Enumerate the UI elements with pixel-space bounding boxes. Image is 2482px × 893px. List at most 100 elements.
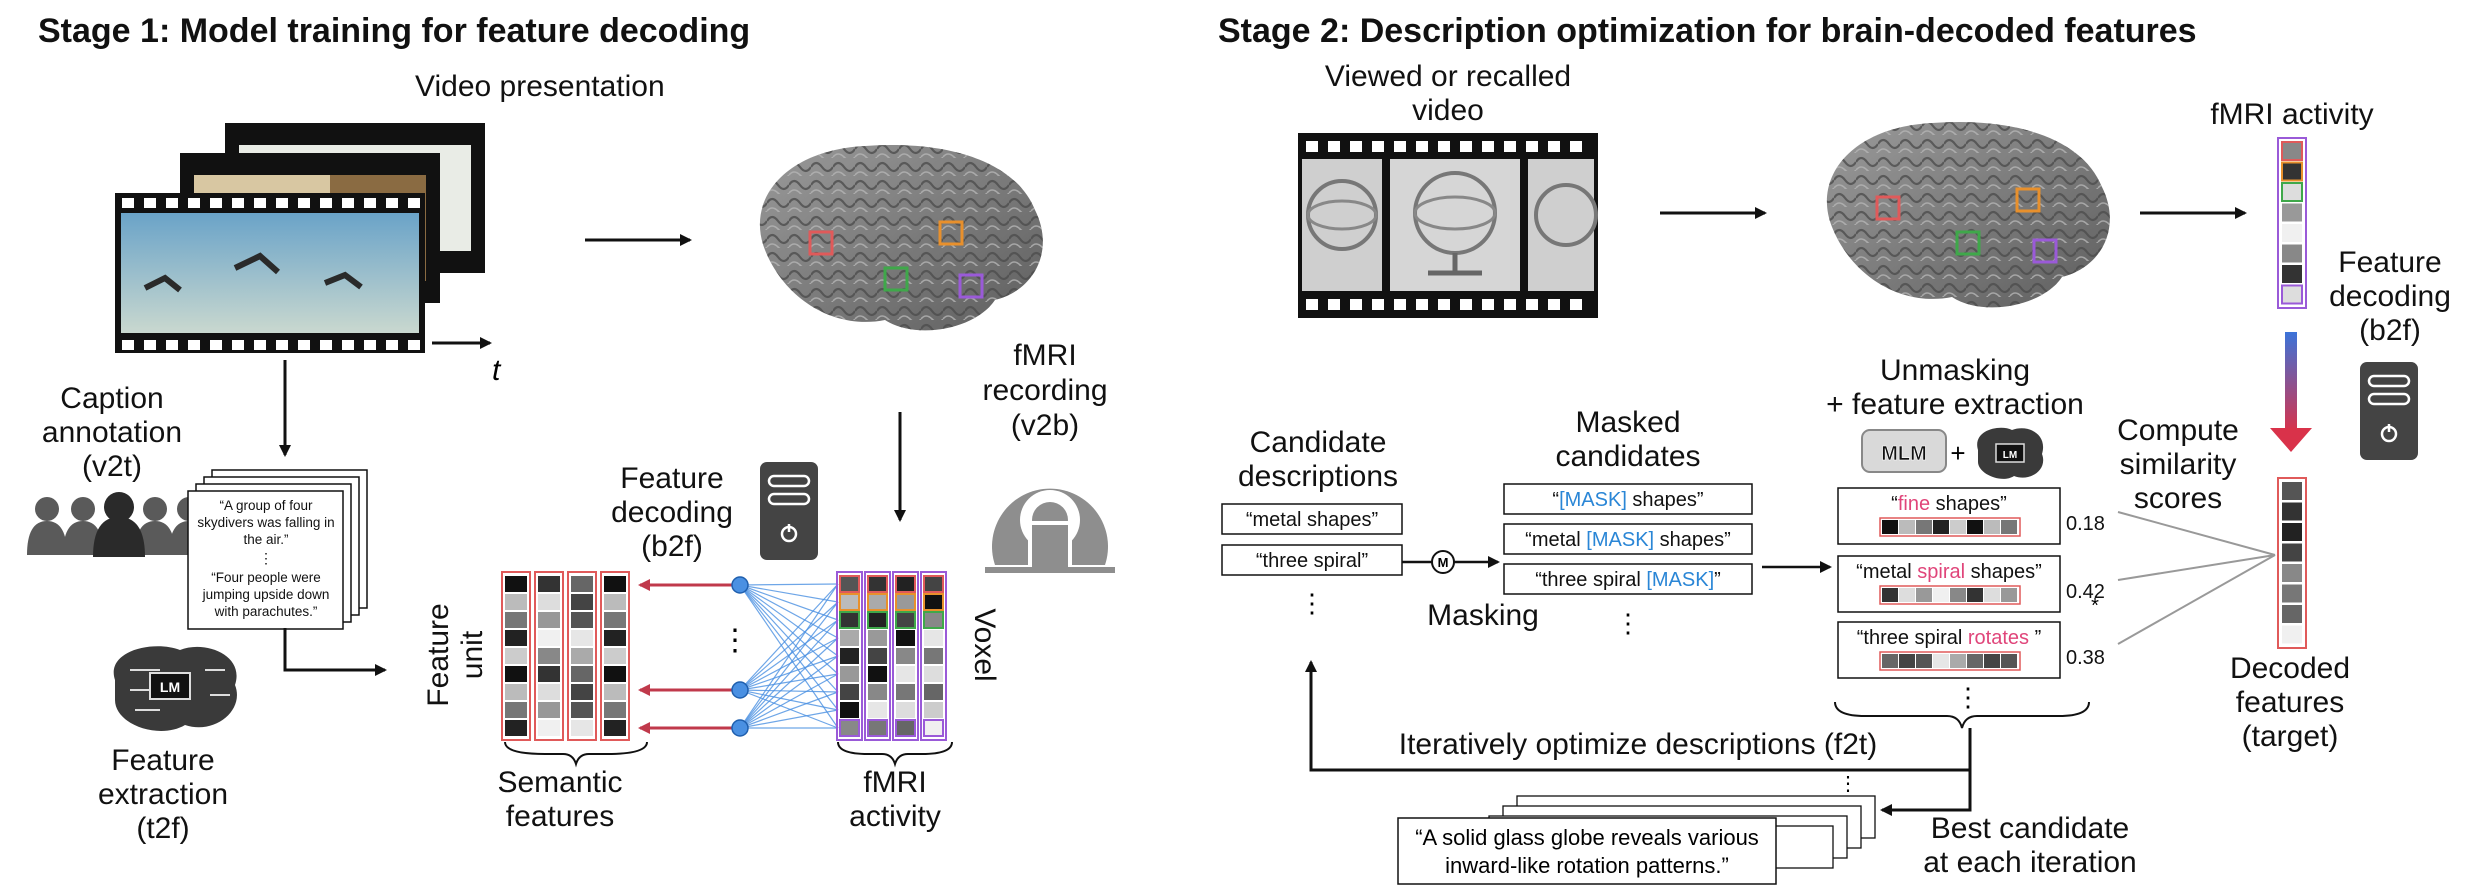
film-sprockets (122, 198, 420, 350)
similarity-lines (2117, 511, 2276, 645)
unmasked-text: “metal spiral shapes” (1856, 561, 2042, 583)
network-edge (739, 601, 839, 729)
decoded-column-outline (2277, 477, 2307, 649)
film-sprocket (1482, 299, 1494, 310)
svg-text:LM: LM (2003, 450, 2017, 461)
voxel-cell (840, 630, 859, 646)
decoded-cell (2282, 564, 2302, 582)
unmasked-feature-cell (1899, 654, 1915, 668)
svg-text:“three spiral [MASK]”: “three spiral [MASK]” (1535, 569, 1721, 591)
film-sprocket (1328, 141, 1340, 152)
unmasked-feature-cell (1899, 588, 1915, 602)
masked-candidate-box: “metal [MASK] shapes” (1503, 523, 1753, 555)
network-edge (739, 584, 839, 603)
film-sprocket (342, 198, 354, 208)
network-edge (739, 584, 839, 639)
voxel-cell (895, 719, 916, 737)
feature-cell (505, 684, 527, 700)
voxel-cell (924, 666, 943, 682)
caption-card-line: jumping upside down (202, 587, 330, 602)
film-sprocket (1416, 141, 1428, 152)
network-edge (739, 584, 839, 657)
voxel-cell (840, 702, 859, 718)
film-sprocket (188, 198, 200, 208)
svg-text:candidates: candidates (1555, 440, 1700, 473)
voxel-column-outline (892, 571, 919, 741)
masked-candidate-box: “three spiral [MASK]” (1503, 563, 1753, 595)
caption-to-features-arrow (283, 628, 387, 676)
lm-chip-icon: LM (1977, 427, 2044, 479)
unmasked-dots: ⋮ (1955, 682, 1981, 712)
svg-text:similarity: similarity (2120, 448, 2237, 481)
unmasked-feature-strip (1879, 517, 2021, 537)
voxel-cell (924, 648, 943, 664)
film-sprocket (276, 198, 288, 208)
film-sprocket (144, 198, 156, 208)
people-icon (27, 492, 209, 557)
film-sprocket (1372, 299, 1384, 310)
iterative-loop-arrow (1305, 660, 1972, 772)
film-sprocket (166, 198, 178, 208)
svg-text:decoding: decoding (2329, 280, 2451, 313)
best-candidate-label: Best candidate at each iteration (1923, 812, 2136, 879)
film-sprocket (298, 198, 310, 208)
svg-text:LM: LM (160, 679, 180, 695)
caption-card-line: skydivers was falling in (197, 515, 334, 530)
server-icon (760, 462, 818, 560)
svg-text:descriptions: descriptions (1238, 460, 1398, 493)
voxel-cell (868, 666, 887, 682)
unmasked-feature-cell (1933, 520, 1949, 534)
svg-text:activity: activity (849, 800, 941, 833)
feature-cell (571, 630, 593, 646)
unmasked-box-frame (1837, 555, 2061, 613)
video-film-strips (115, 123, 485, 353)
globe-film-strip (1298, 133, 1598, 318)
svg-text:(v2b): (v2b) (1011, 409, 1079, 442)
voxel-column-outline (864, 571, 891, 741)
feature-cell (571, 576, 593, 592)
feature-cell (604, 648, 626, 664)
network-edge (739, 584, 839, 711)
best-candidate-stack: “A solid glass globe reveals various inw… (1397, 795, 1876, 885)
feature-decoding-label: Feature decoding (b2f) (2329, 246, 2451, 347)
feature-cell (604, 630, 626, 646)
svg-text:fMRI: fMRI (1013, 339, 1076, 372)
film-sprocket (232, 340, 244, 350)
network-edge (739, 601, 839, 691)
feature-cell (538, 666, 560, 682)
unmasked-feature-cell (2001, 520, 2017, 534)
film-sprocket (210, 198, 222, 208)
film-sprocket (1394, 141, 1406, 152)
svg-text:features: features (506, 800, 614, 833)
unmasked-feature-cell (1967, 588, 1983, 602)
unmasked-feature-cell (1984, 520, 2000, 534)
svg-text:(t2f): (t2f) (136, 812, 189, 845)
svg-text:(target): (target) (2242, 720, 2339, 753)
voxel-cell (867, 719, 888, 737)
feature-cell (505, 594, 527, 610)
mri-scanner-icon (985, 488, 1115, 573)
network-node (731, 576, 749, 594)
voxel-cell (868, 702, 887, 718)
masked-candidates-label: Masked candidates (1555, 406, 1700, 473)
stack-dots: ⋮ (1838, 773, 1858, 795)
feature-cell (571, 666, 593, 682)
feature-cell (538, 648, 560, 664)
stage1-title: Stage 1: Model training for feature deco… (38, 12, 750, 50)
network-edge (739, 709, 839, 729)
film-sprocket (1350, 299, 1362, 310)
feature-cell (505, 720, 527, 736)
feature-cell (505, 612, 527, 628)
video-presentation-label: Video presentation (415, 70, 665, 103)
decoded-cell (2282, 605, 2302, 623)
unmasked-feature-cell (1882, 588, 1898, 602)
film-sprocket (232, 198, 244, 208)
fmri-activity-brace (837, 741, 953, 768)
brain-icon (759, 144, 1043, 331)
voxel-cell (896, 630, 915, 646)
svg-text:Candidate: Candidate (1250, 426, 1387, 459)
voxel-cell (839, 593, 860, 611)
voxel-cell (839, 719, 860, 737)
film-sprocket (1548, 141, 1560, 152)
network-edge (739, 619, 839, 729)
